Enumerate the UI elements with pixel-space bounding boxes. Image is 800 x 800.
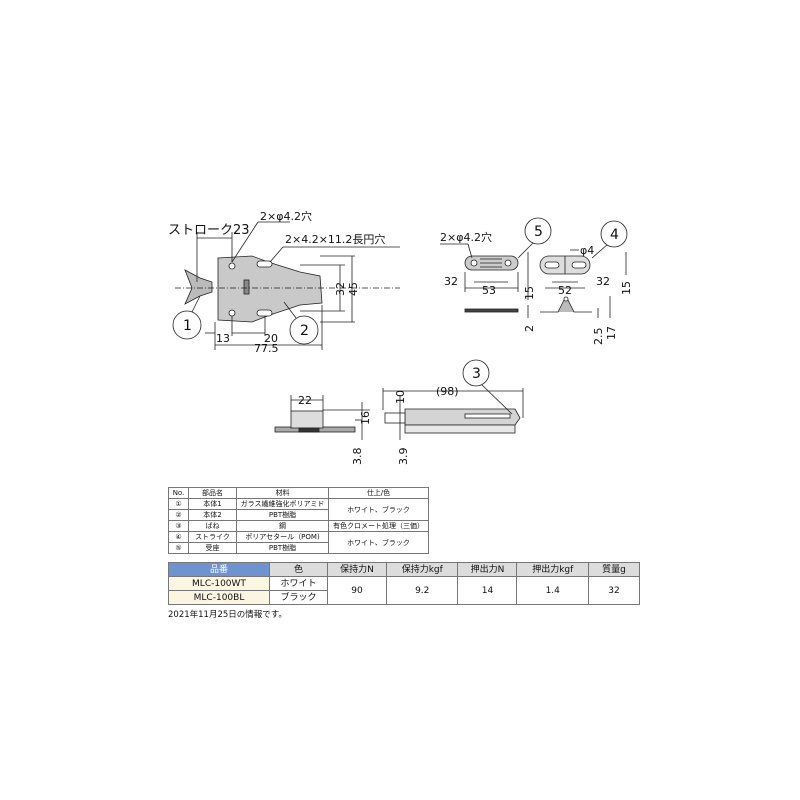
cell-material: 鋼 (236, 520, 329, 532)
cell-material: ガラス繊維強化ポリアミド (236, 498, 329, 510)
part5-dim-53: 53 (482, 284, 496, 297)
part5-dim-2: 2 (523, 325, 536, 332)
header-part-name: 部品名 (188, 487, 237, 499)
table-header-row: No. 部品名 材料 仕上/色 (168, 487, 429, 499)
header-color: 色 (269, 562, 328, 577)
part3-dim-3-9: 3.9 (397, 448, 410, 466)
dim-20: 20 (264, 332, 278, 345)
header-hold-n: 保持力N (327, 562, 387, 577)
part3-dim-22: 22 (298, 394, 312, 407)
cell-push-n: 14 (457, 576, 518, 605)
slot-label: 2×4.2×11.2長円穴 (285, 232, 385, 246)
spec-table: 品番 色 保持力N 保持力kgf 押出力N 押出力kgf 質量g MLC-100… (168, 562, 640, 605)
header-no: No. (168, 487, 189, 499)
part4-dim-phi4: φ4 (580, 244, 594, 257)
callout-5: 5 (534, 224, 543, 240)
callout-2: 2 (300, 323, 309, 339)
dim-77-5: 77.5 (254, 342, 279, 355)
cell-material: PBT樹脂 (236, 542, 329, 554)
part4-dim-2-5: 2.5 (592, 328, 605, 346)
header-push-kgf: 押出力kgf (516, 562, 589, 577)
cell-finish: ホワイト、ブラック (328, 498, 429, 521)
cell-finish: ホワイト、ブラック (328, 531, 429, 554)
part3-dim-16: 16 (359, 411, 372, 425)
header-push-n: 押出力N (457, 562, 518, 577)
header-hold-kgf: 保持力kgf (385, 562, 459, 577)
cell-no: ③ (168, 520, 189, 532)
cell-material: ポリアセタール（POM) (236, 531, 329, 543)
part3-dim-98: (98) (436, 385, 459, 398)
cell-name: 受座 (188, 542, 237, 554)
info-date-note: 2021年11月25日の情報です。 (168, 610, 287, 620)
table-header-row: 品番 色 保持力N 保持力kgf 押出力N 押出力kgf 質量g (168, 562, 640, 577)
part5-dim-15: 15 (523, 286, 536, 300)
callout-3: 3 (472, 366, 481, 382)
dim-45: 45 (347, 282, 360, 296)
part3-dim-10: 10 (394, 390, 407, 404)
callout-1: 1 (183, 318, 192, 334)
hole-label: 2×φ4.2穴 (260, 209, 312, 223)
part4-dim-17: 17 (605, 326, 618, 340)
cell-no: ④ (168, 531, 189, 543)
stroke-label: ストローク23 (168, 223, 250, 238)
table-row: ① 本体1 ガラス繊維強化ポリアミド ホワイト、ブラック (168, 498, 429, 521)
cell-hold-n: 90 (327, 576, 387, 605)
table-row: MLC-100WT ホワイト 90 9.2 14 1.4 32 (168, 576, 640, 605)
cell-push-kgf: 1.4 (516, 576, 589, 605)
header-product-code: 品番 (168, 562, 270, 577)
callout-4: 4 (610, 227, 619, 243)
cell-no: ② (168, 509, 189, 521)
cell-name: 本体1 (188, 498, 237, 510)
cell-name: ばね (188, 520, 237, 532)
cell-finish: 有色クロメート処理（三価） (328, 520, 429, 532)
part3-dim-3-8: 3.8 (351, 448, 364, 466)
dim-13: 13 (216, 332, 230, 345)
cell-material: PBT樹脂 (236, 509, 329, 521)
table-row: ③ ばね 鋼 有色クロメート処理（三価） (168, 520, 429, 532)
cell-name: 本体2 (188, 509, 237, 521)
cell-no: ① (168, 498, 189, 510)
cell-name: ストライク (188, 531, 237, 543)
header-material: 材料 (236, 487, 329, 499)
part4-dim-32: 32 (596, 275, 610, 288)
header-finish: 仕上/色 (328, 487, 429, 499)
dim-32: 32 (334, 282, 347, 296)
cell-mass: 32 (588, 576, 640, 605)
table-row: ④ ストライク ポリアセタール（POM) ホワイト、ブラック (168, 531, 429, 554)
table-row: MLC-100BL ブラック (168, 590, 640, 605)
part4-dim-52: 52 (558, 284, 572, 297)
cell-product-code: MLC-100BL (168, 590, 270, 605)
cell-no: ⑤ (168, 542, 189, 554)
part4-views (539, 220, 628, 318)
part4-dim-15: 15 (620, 281, 633, 295)
part5-hole-label: 2×φ4.2穴 (440, 230, 492, 244)
cell-color: ブラック (269, 590, 328, 605)
part3-views (274, 359, 524, 440)
header-mass: 質量g (588, 562, 640, 577)
cell-color: ホワイト (269, 576, 328, 591)
cell-product-code: MLC-100WT (168, 576, 270, 591)
parts-table: No. 部品名 材料 仕上/色 ① 本体1 ガラス繊維強化ポリアミド ホワイト、… (168, 487, 429, 554)
cell-hold-kgf: 9.2 (385, 576, 459, 605)
part1-top-view (172, 221, 400, 350)
part5-views (440, 217, 552, 318)
table-row: ⑤ 受座 PBT樹脂 (168, 542, 429, 554)
part5-dim-32: 32 (444, 275, 458, 288)
